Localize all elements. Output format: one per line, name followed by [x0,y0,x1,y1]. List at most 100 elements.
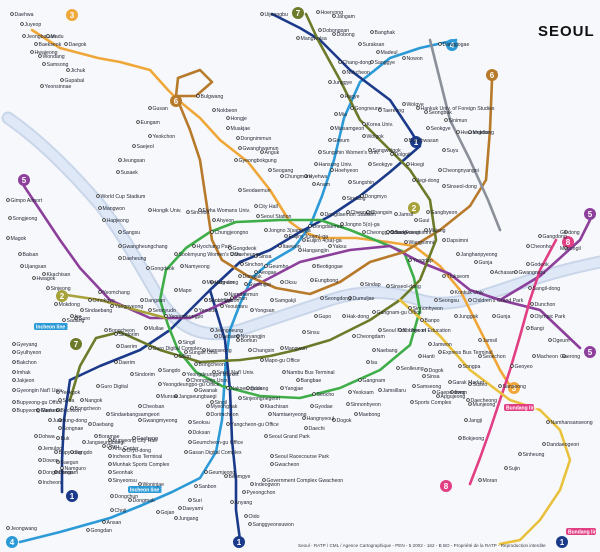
station[interactable]: Buk [56,436,70,442]
station[interactable]: Gyeongbokgung [234,158,277,164]
station[interactable]: Gyeongui [244,282,271,288]
station[interactable]: Ichon [230,296,248,302]
station[interactable]: Jongno 3(sam)-ga [264,228,311,234]
station[interactable]: Omokgyo [88,298,115,304]
station[interactable]: Mangwon [280,346,308,352]
line-2[interactable] [158,218,422,400]
station[interactable]: Dobong [332,32,355,38]
station[interactable]: Itaewon [278,244,301,250]
station[interactable]: Gil-dong [560,230,580,236]
station[interactable]: Konkuk Univ. [450,290,485,296]
badge-line-6-ne[interactable]: 6 [486,69,498,81]
station[interactable]: Jamwon [428,342,452,348]
station[interactable]: Bongcheon [194,362,225,368]
station[interactable]: Samgakji [270,298,296,304]
station[interactable]: Junggye [328,80,353,86]
badge-line-1-sw[interactable]: 1 [66,490,78,502]
station[interactable]: Hapjeong [102,218,129,224]
station[interactable]: Kkachisan [42,272,71,278]
station[interactable]: Dorimcheon [206,412,239,418]
station[interactable]: Daerim [116,344,138,350]
badge-line-2-w[interactable]: 2 [56,290,68,302]
station[interactable]: Mangwolsa [296,36,327,42]
station[interactable]: Munhak Sports Complex [108,462,170,468]
station[interactable]: Noryangjin [236,334,266,340]
station[interactable]: Gyeyang [12,342,38,348]
station[interactable]: Hangnyeoul [302,416,335,422]
station[interactable]: Hwajeong [30,50,58,56]
station[interactable]: Sinnonhyeon [408,306,443,312]
station[interactable]: Guui [414,218,430,224]
station[interactable]: Seonhak [108,470,134,476]
badge-line-5-e[interactable]: 5 [584,346,596,358]
station[interactable]: Seoul Station [204,298,240,304]
station[interactable]: Gyodae [310,404,333,410]
tag-bundang-line-b[interactable]: Bundang line [566,528,600,536]
badge-line-6-loop[interactable]: 6 [170,95,182,107]
station[interactable]: Bupyeong-gu Office [12,400,63,406]
station[interactable]: Sinchon [186,210,210,216]
station[interactable]: Nambu Bus Terminal [282,370,335,376]
station[interactable]: Yeomchang [98,290,130,296]
station[interactable]: Singil [210,400,228,406]
station[interactable]: Hongik Univ. [148,208,182,214]
line-5-branch[interactable] [498,218,592,302]
station[interactable]: Dogok [332,418,352,424]
station[interactable]: Daeyami [178,506,203,512]
badge-line-3-se[interactable]: 3 [508,382,520,394]
station[interactable]: Seoksu [188,420,210,426]
station[interactable]: Sinyeonsu [108,478,137,484]
station[interactable]: Geumjeong [204,470,236,476]
station[interactable]: Taereung [378,108,405,114]
station[interactable]: Gupo [314,314,332,320]
station[interactable]: Gangdong [538,234,567,240]
line-6[interactable] [174,68,498,296]
station[interactable]: Isu [366,360,378,366]
station[interactable]: Naebang [372,348,398,354]
station[interactable]: Daeheung [118,256,147,262]
station[interactable]: Seonyudo [148,308,176,314]
station[interactable]: Bucheon [56,408,81,414]
station[interactable]: Sungsil Univ. [184,350,219,356]
station[interactable]: Moran [478,478,498,484]
station[interactable]: Namtaeryeong [268,412,307,418]
station[interactable]: Sinsu [302,330,320,336]
station[interactable]: Gwacheon [270,462,300,468]
station[interactable]: Yeongdeungpo-gu Office [158,382,220,388]
station[interactable]: Anguk [260,150,280,156]
station[interactable]: Sinseol-dong [386,284,421,290]
station[interactable]: Jangam [332,14,355,20]
station[interactable]: Seongdong [320,296,352,302]
station[interactable]: Gongdan [86,528,112,534]
station[interactable]: Chongshin Univ. [186,378,229,384]
station[interactable]: Seongbuk [424,110,453,116]
badge-line-8-s[interactable]: 8 [440,480,452,492]
station[interactable]: Myeong-dong [202,280,239,286]
station[interactable]: Juyeop [20,22,42,28]
station[interactable]: Songpa [458,364,481,370]
station[interactable]: Apgujeong [436,394,466,400]
station[interactable]: Hangangjin [298,248,329,254]
station[interactable]: Gaepo-dong [432,390,466,396]
station[interactable]: Balsan [18,252,39,258]
station[interactable]: Bupyeong City Hall [108,438,157,444]
station[interactable]: World Cup Stadium [96,194,146,200]
station[interactable]: Sangdo [70,450,93,456]
station[interactable]: Euljiro 4(sa)-ga [302,238,342,244]
station[interactable]: Sinsa [254,254,272,260]
station[interactable]: Ewha Womans Univ. [198,208,251,214]
line-3[interactable] [30,28,516,394]
station[interactable]: Guro [74,316,91,322]
station[interactable]: Gyulhyeon [12,350,42,356]
station[interactable]: Sinnonhyeon [346,402,381,408]
station[interactable]: Hongje [226,116,247,122]
station[interactable]: Yeokgok [56,390,81,396]
station[interactable]: Dongincheon [38,470,74,476]
station[interactable]: Nonhyeon [398,328,427,334]
station[interactable]: Suseo [468,382,488,388]
station[interactable]: Banpo [420,318,440,324]
station[interactable]: Sungshin [348,180,375,186]
station[interactable]: Sindaebangsamgeori [106,412,160,418]
station[interactable]: Baegun [56,460,79,466]
station[interactable]: Dongdaemun [308,224,344,230]
